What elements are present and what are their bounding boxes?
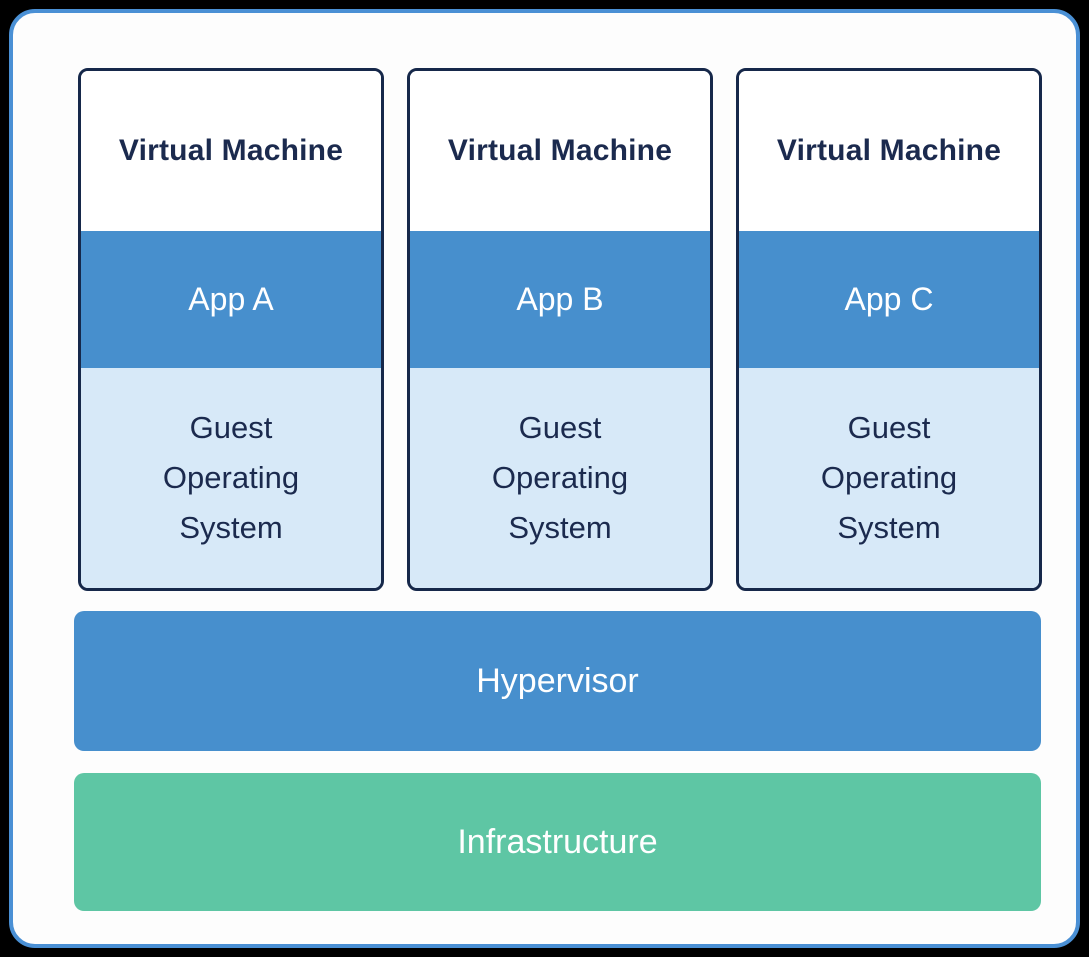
vm-2-app-layer: App B	[410, 231, 710, 368]
vm-1-guest-os-layer: Guest Operating System	[81, 368, 381, 588]
hypervisor-label: Hypervisor	[476, 661, 639, 700]
vm-1-title: Virtual Machine	[118, 134, 344, 167]
virtual-machine-box-1: Virtual Machine App A Guest Operating Sy…	[78, 68, 384, 591]
virtual-machine-box-2: Virtual Machine App B Guest Operating Sy…	[407, 68, 713, 591]
vm-2-guest-os-line: Operating	[491, 460, 629, 495]
vm-2-guest-os-line: Guest	[518, 410, 602, 445]
virtual-machine-box-3: Virtual Machine App C Guest Operating Sy…	[736, 68, 1042, 591]
vm-1-header: Virtual Machine	[81, 71, 381, 231]
vm-1-app-layer: App A	[81, 231, 381, 368]
vm-2-guest-os-line: System	[508, 510, 612, 545]
vm-3-guest-os-layer: Guest Operating System	[739, 368, 1039, 588]
vm-3-header: Virtual Machine	[739, 71, 1039, 231]
infrastructure-label: Infrastructure	[457, 822, 658, 861]
vm-3-app-label: App C	[844, 281, 934, 317]
vm-1-guest-os-line: Operating	[162, 460, 300, 495]
vm-3-app-layer: App C	[739, 231, 1039, 368]
infrastructure-layer: Infrastructure	[74, 773, 1041, 911]
vm-1-guest-os-line: Guest	[189, 410, 273, 445]
vm-2-title: Virtual Machine	[447, 134, 673, 167]
vm-3-title: Virtual Machine	[776, 134, 1002, 167]
architecture-card: Virtual Machine App A Guest Operating Sy…	[9, 9, 1080, 948]
vm-3-guest-os-line: Operating	[820, 460, 958, 495]
vm-3-guest-os-line: System	[837, 510, 941, 545]
vm-1-guest-os-line: System	[179, 510, 283, 545]
hypervisor-layer: Hypervisor	[74, 611, 1041, 751]
vm-3-guest-os-line: Guest	[847, 410, 931, 445]
vm-1-app-label: App A	[188, 281, 274, 317]
vm-2-header: Virtual Machine	[410, 71, 710, 231]
vm-2-guest-os-layer: Guest Operating System	[410, 368, 710, 588]
vm-2-app-label: App B	[516, 281, 604, 317]
